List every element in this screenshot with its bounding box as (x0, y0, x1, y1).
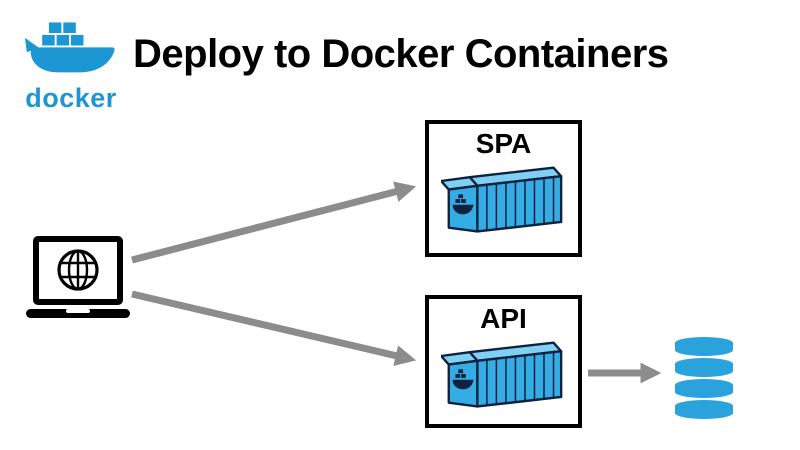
api-node: API (425, 295, 582, 428)
spa-node: SPA (425, 120, 582, 257)
client-laptop-node (26, 236, 130, 328)
diagram-title: Deploy to Docker Containers (133, 32, 669, 76)
docker-container-icon (440, 336, 567, 416)
arrow-client-to-api (131, 290, 417, 366)
database-node (672, 335, 736, 423)
docker-logo: docker (15, 8, 127, 112)
arrow-client-to-spa (131, 181, 417, 264)
database-icon (672, 335, 736, 423)
api-node-label: API (480, 303, 527, 334)
spa-node-label: SPA (475, 128, 532, 159)
docker-container-icon (440, 161, 567, 241)
laptop-globe-icon (26, 236, 130, 328)
docker-logo-text: docker (25, 83, 117, 113)
docker-whale-icon (15, 8, 127, 83)
